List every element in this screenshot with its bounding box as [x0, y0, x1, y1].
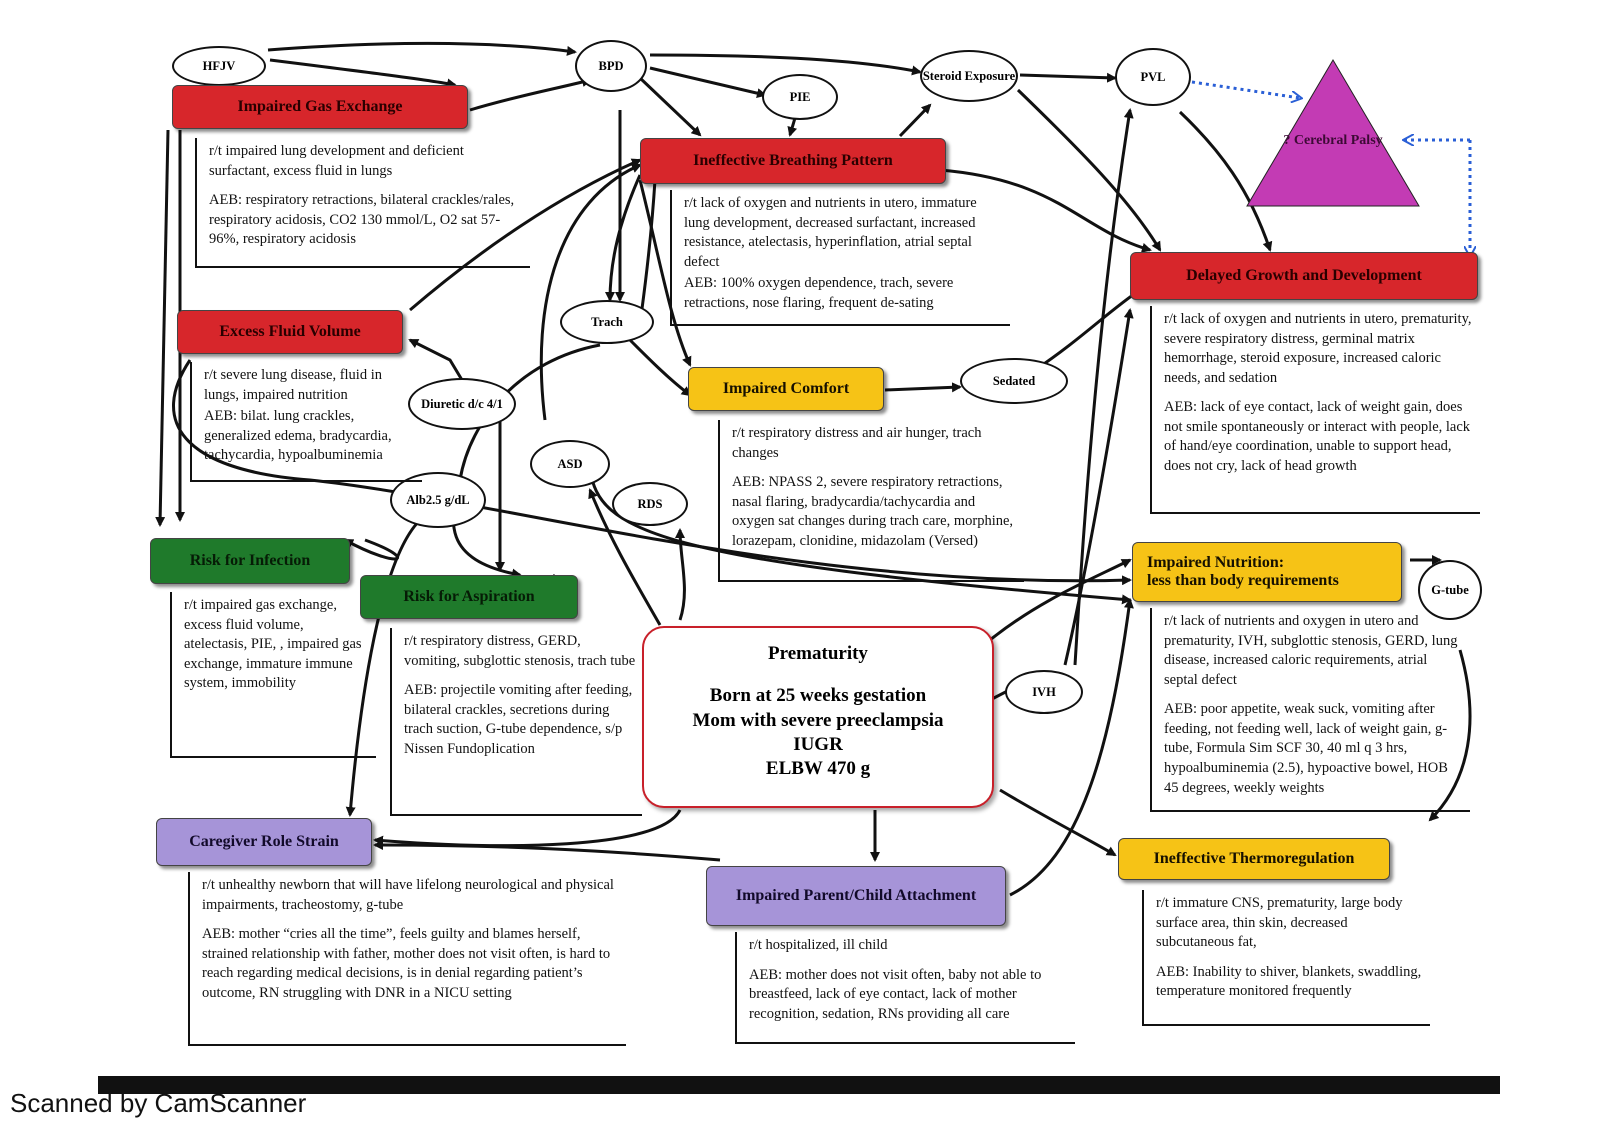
- growth-aeb: AEB: lack of eye contact, lack of weight…: [1164, 399, 1471, 474]
- body-impaired-parent-child-attachment: r/t hospitalized, ill child AEB: mother …: [735, 932, 1075, 1044]
- breathing-aeb: AEB: 100% oxygen dependence, trach, seve…: [684, 275, 954, 311]
- caregiver-rt: r/t unhealthy newborn that will have lif…: [202, 877, 614, 913]
- thermo-aeb: AEB: Inability to shiver, blankets, swad…: [1156, 963, 1422, 1000]
- body-excess-fluid-volume: r/t severe lung disease, fluid in lungs,…: [190, 362, 422, 482]
- node-trach: Trach: [560, 300, 654, 344]
- thermo-rt: r/t immature CNS, prematurity, large bod…: [1156, 895, 1403, 951]
- fluid-aeb: AEB: bilat. lung crackles, generalized e…: [204, 408, 392, 464]
- header-ineffective-breathing-pattern: Ineffective Breathing Pattern: [640, 138, 946, 184]
- nutrition-title-2: less than body requirements: [1147, 572, 1339, 589]
- prematurity-box: Prematurity Born at 25 weeks gestation M…: [642, 626, 994, 808]
- prematurity-gestation: Born at 25 weeks gestation: [709, 685, 927, 707]
- prematurity-title: Prematurity: [768, 643, 868, 664]
- body-ineffective-thermoregulation: r/t immature CNS, prematurity, large bod…: [1142, 890, 1430, 1026]
- header-risk-for-infection: Risk for Infection: [150, 538, 350, 584]
- header-caregiver-role-strain: Caregiver Role Strain: [156, 818, 372, 866]
- body-risk-for-infection: r/t impaired gas exchange, excess fluid …: [170, 592, 376, 758]
- cerebral-palsy-triangle: [1246, 59, 1420, 207]
- infection-rt: r/t impaired gas exchange, excess fluid …: [184, 597, 362, 692]
- nutrition-title: Impaired Nutrition:: [1147, 553, 1285, 571]
- gas-rt: r/t impaired lung development and defici…: [209, 143, 464, 179]
- gas-aeb: AEB: respiratory retractions, bilateral …: [209, 192, 515, 248]
- header-excess-fluid-volume: Excess Fluid Volume: [177, 310, 403, 354]
- body-impaired-comfort: r/t respiratory distress and air hunger,…: [718, 420, 1024, 582]
- aspiration-rt: r/t respiratory distress, GERD, vomiting…: [404, 633, 636, 669]
- nutrition-rt: r/t lack of nutrients and oxygen in uter…: [1164, 613, 1458, 688]
- node-asd: ASD: [530, 440, 610, 488]
- prematurity-elbw: ELBW 470 g: [765, 758, 871, 780]
- breathing-rt: r/t lack of oxygen and nutrients in uter…: [684, 195, 977, 270]
- node-bpd: BPD: [575, 40, 647, 92]
- comfort-aeb: AEB: NPASS 2, severe respiratory retract…: [732, 474, 1014, 549]
- scan-edge: [98, 1076, 1500, 1094]
- node-sedated: Sedated: [960, 358, 1068, 404]
- node-diuretic: Diuretic d/c 4/1: [408, 378, 516, 430]
- body-impaired-nutrition: r/t lack of nutrients and oxygen in uter…: [1150, 608, 1470, 812]
- nutrition-aeb: AEB: poor appetite, weak suck, vomiting …: [1164, 701, 1448, 796]
- header-impaired-nutrition: Impaired Nutrition: less than body requi…: [1132, 542, 1402, 602]
- prematurity-iugr: IUGR: [793, 733, 843, 755]
- node-hfjv: HFJV: [172, 46, 266, 86]
- body-ineffective-breathing-pattern: r/t lack of oxygen and nutrients in uter…: [670, 190, 1010, 326]
- header-delayed-growth: Delayed Growth and Development: [1130, 252, 1478, 300]
- fluid-rt: r/t severe lung disease, fluid in lungs,…: [204, 367, 382, 403]
- growth-rt: r/t lack of oxygen and nutrients in uter…: [1164, 311, 1472, 386]
- comfort-rt: r/t respiratory distress and air hunger,…: [732, 425, 982, 461]
- node-pie: PIE: [762, 74, 838, 120]
- header-impaired-parent-child-attachment: Impaired Parent/Child Attachment: [706, 866, 1006, 926]
- caregiver-aeb: AEB: mother “cries all the time”, feels …: [202, 926, 611, 1001]
- body-risk-for-aspiration: r/t respiratory distress, GERD, vomiting…: [390, 628, 642, 816]
- node-ivh: IVH: [1005, 670, 1083, 714]
- body-impaired-gas-exchange: r/t impaired lung development and defici…: [195, 138, 530, 268]
- prematurity-preeclampsia: Mom with severe preeclampsia: [692, 709, 944, 731]
- cerebral-palsy-label: ? Cerebral Palsy: [1283, 133, 1383, 148]
- node-steroid-exposure: Steroid Exposure: [920, 50, 1018, 102]
- body-delayed-growth: r/t lack of oxygen and nutrients in uter…: [1150, 306, 1480, 514]
- attachment-aeb: AEB: mother does not visit often, baby n…: [749, 966, 1042, 1022]
- node-rds: RDS: [612, 482, 688, 526]
- header-ineffective-thermoregulation: Ineffective Thermoregulation: [1118, 838, 1390, 880]
- aspiration-aeb: AEB: projectile vomiting after feeding, …: [404, 682, 633, 757]
- header-impaired-comfort: Impaired Comfort: [688, 367, 884, 411]
- header-impaired-gas-exchange: Impaired Gas Exchange: [172, 85, 468, 129]
- body-caregiver-role-strain: r/t unhealthy newborn that will have lif…: [188, 872, 626, 1046]
- camscanner-footer: Scanned by CamScanner: [10, 1088, 307, 1118]
- attachment-rt: r/t hospitalized, ill child: [749, 937, 888, 953]
- node-g-tube: G-tube: [1418, 560, 1482, 620]
- header-risk-for-aspiration: Risk for Aspiration: [360, 575, 578, 619]
- node-pvl: PVL: [1115, 48, 1191, 106]
